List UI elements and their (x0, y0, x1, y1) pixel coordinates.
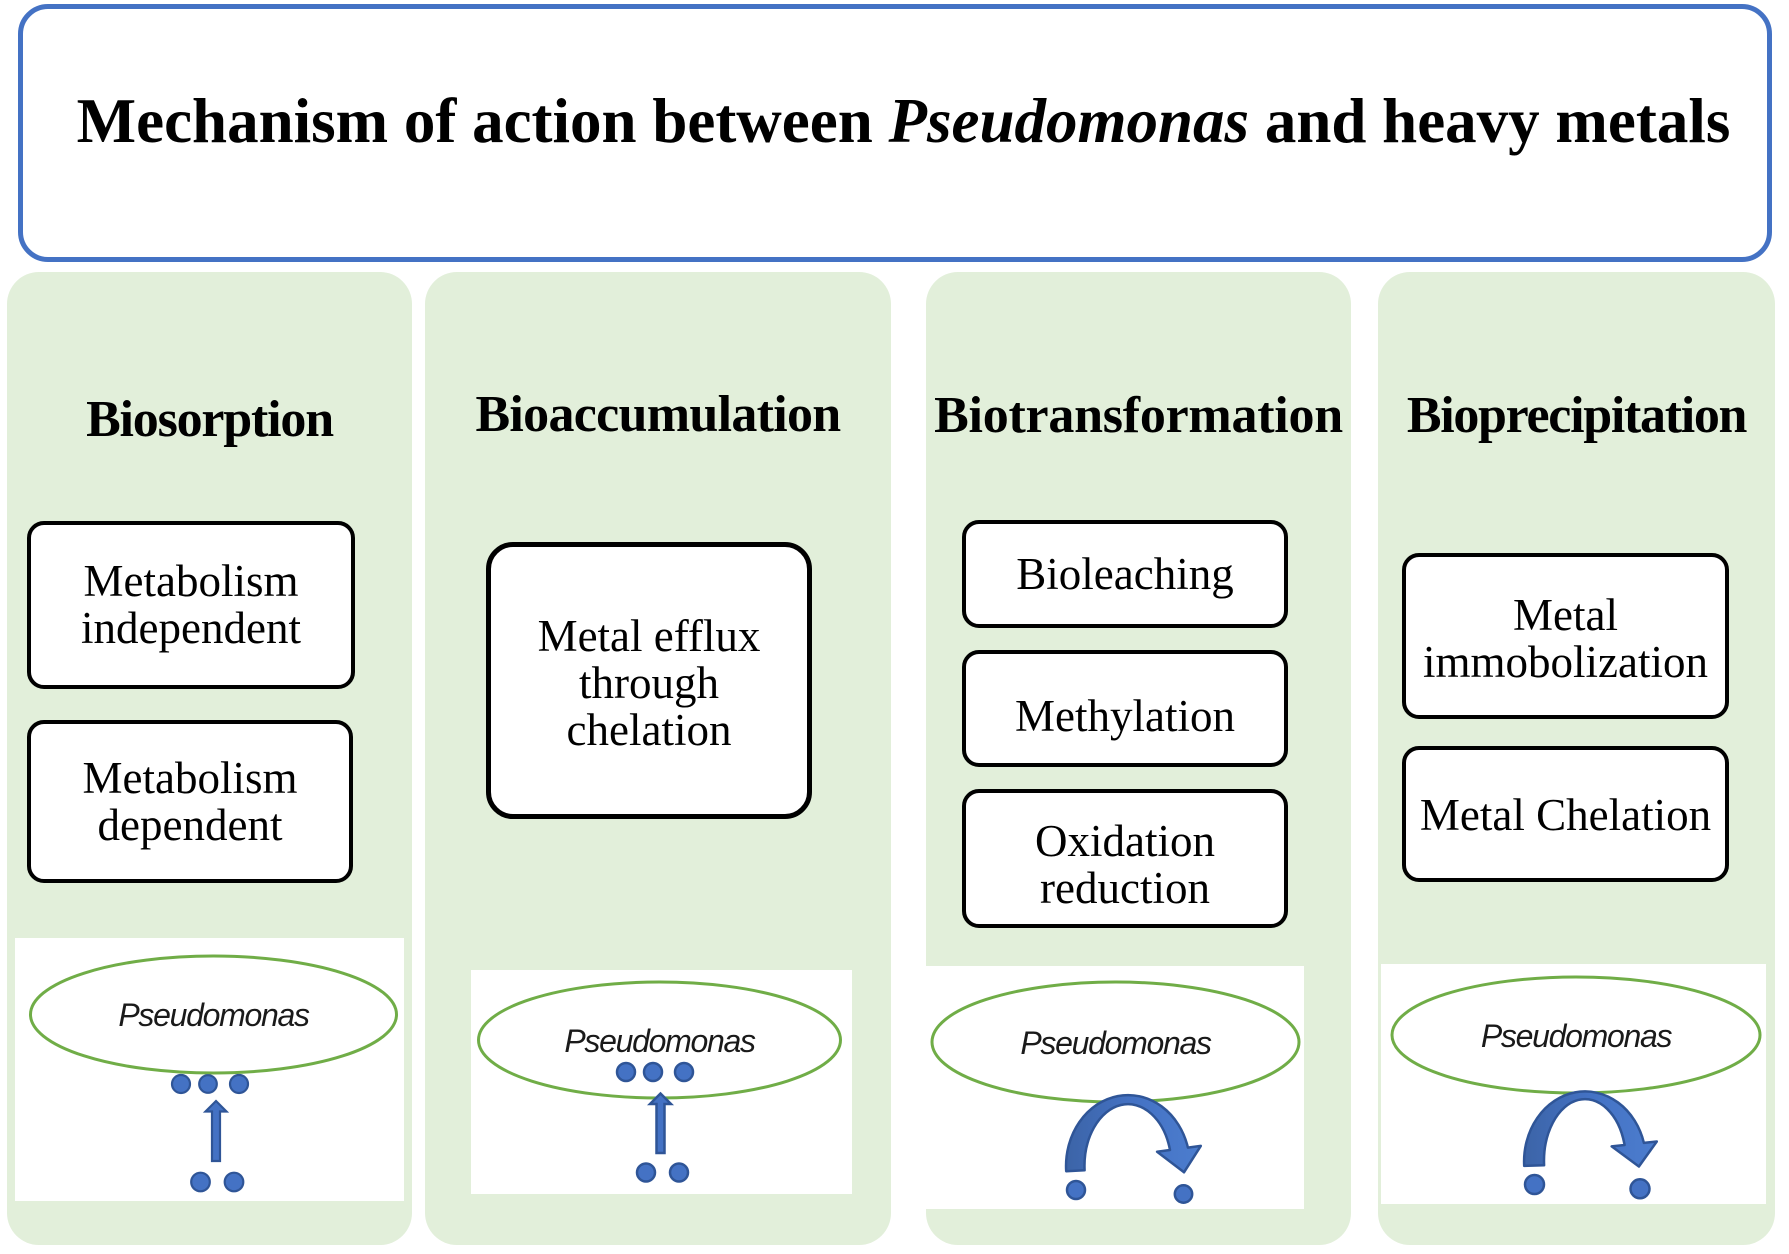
svg-text:Pseudomonas: Pseudomonas (1020, 1025, 1212, 1061)
svg-text:Pseudomonas: Pseudomonas (118, 997, 310, 1033)
svg-text:Pseudomonas: Pseudomonas (564, 1023, 756, 1059)
svg-text:Pseudomonas: Pseudomonas (1481, 1018, 1673, 1054)
